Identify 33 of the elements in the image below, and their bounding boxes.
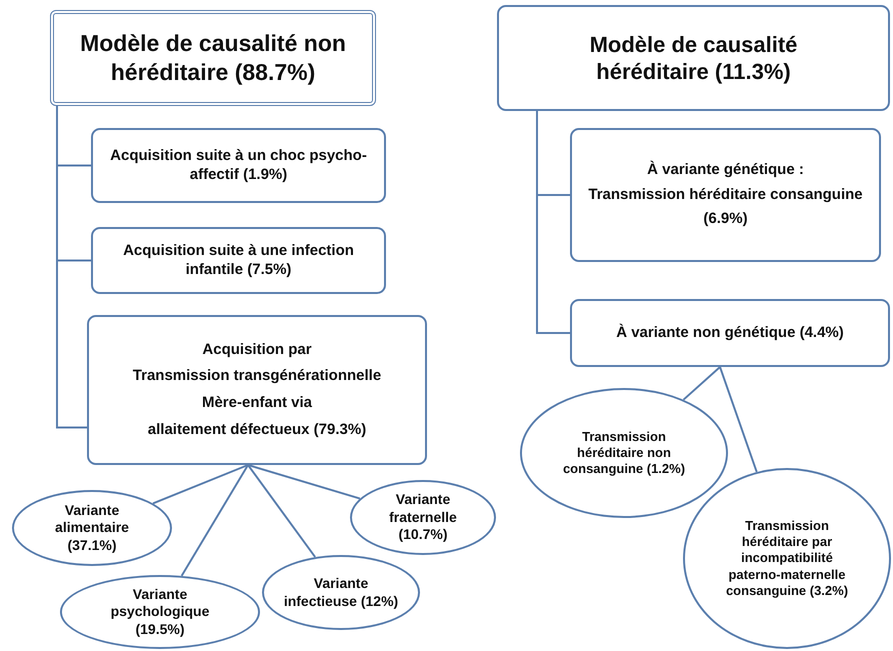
node-text: Acquisition suite à une infection infantile (7.5%) bbox=[122, 242, 355, 280]
node-text: Transmission héréditaire consanguine bbox=[588, 186, 863, 204]
node-text: Variante fraternelle (10.7%) bbox=[388, 491, 458, 544]
process-box bbox=[497, 5, 890, 111]
process-box bbox=[91, 227, 386, 294]
node-text: allaitement défectueux (79.3%) bbox=[148, 420, 366, 440]
node-text: Modèle de causalité non héréditaire (88.7%) bbox=[79, 29, 347, 87]
title-box bbox=[50, 10, 376, 106]
node-text: Mère-enfant via bbox=[202, 394, 312, 413]
node-text: Transmission héréditaire par incompatibilité paterno-maternelle consanguine (3.2%) bbox=[724, 518, 850, 600]
node-text: À variante non génétique (4.4%) bbox=[616, 324, 844, 342]
node-text: (6.9%) bbox=[703, 210, 748, 230]
node-text: Modèle de causalité héréditaire (11.3%) bbox=[588, 30, 798, 86]
process-box bbox=[91, 128, 386, 203]
connector-line bbox=[152, 464, 248, 504]
node-text: À variante génétique : bbox=[647, 160, 804, 180]
connector-line bbox=[536, 111, 570, 334]
process-box bbox=[570, 299, 890, 367]
node-text: Variante alimentaire (37.1%) bbox=[54, 502, 130, 554]
node-text: Transmission héréditaire non consanguine (1.2%) bbox=[562, 428, 686, 478]
connector-line bbox=[180, 464, 249, 576]
process-box bbox=[570, 128, 881, 262]
node-text: Variante psychologique (19.5%) bbox=[110, 586, 210, 638]
connector-line bbox=[247, 464, 316, 558]
node-text: Acquisition suite à un choc psycho-affectif (1.9%) bbox=[109, 146, 368, 184]
connector-line bbox=[719, 366, 758, 472]
process-box bbox=[87, 315, 427, 465]
node-text: Transmission transgénérationnelle bbox=[132, 367, 382, 386]
connector-line bbox=[248, 464, 360, 500]
connector-line bbox=[56, 106, 87, 428]
connector-line bbox=[682, 366, 721, 400]
node-text: Variante infectieuse (12%) bbox=[282, 575, 400, 610]
node-text: Acquisition par bbox=[202, 340, 312, 360]
